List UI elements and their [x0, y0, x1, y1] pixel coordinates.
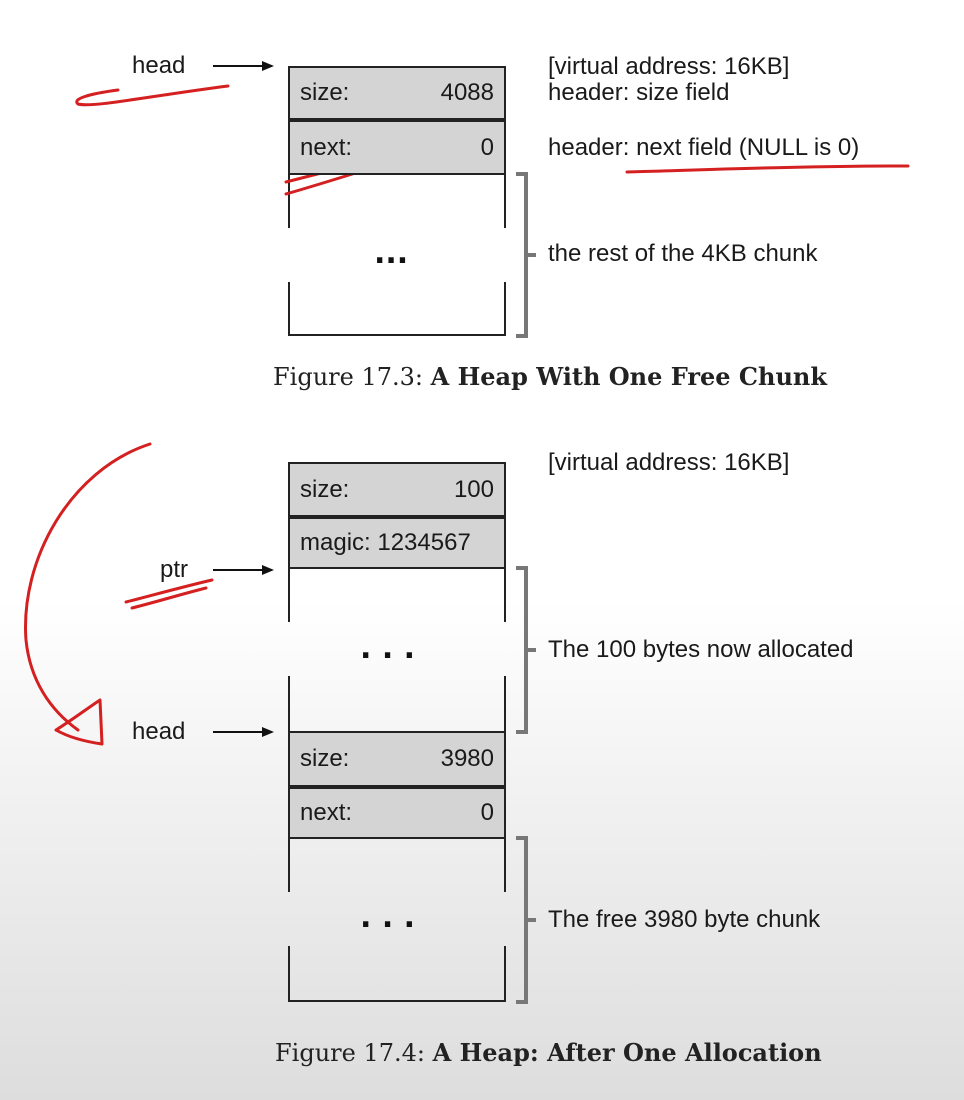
- fig4-magic-cell: magic: 1234567: [288, 517, 506, 569]
- fig3-caption: Figure 17.3: A Heap With One Free Chunk: [273, 362, 827, 391]
- fig3-size-value: 4088: [440, 79, 494, 106]
- fig4-free-brace: [516, 836, 536, 1004]
- fig4-virtual-address: [virtual address: 16KB]: [548, 449, 790, 476]
- fig4-magic-value: magic: 1234567: [300, 529, 471, 556]
- fig3-head-label: head: [132, 52, 186, 79]
- fig3-size-cell: size: 4088: [288, 66, 506, 120]
- red-underline-ptr: [124, 578, 214, 610]
- fig4-size-key: size:: [300, 475, 350, 503]
- fig3-caption-title: A Heap With One Free Chunk: [430, 362, 827, 391]
- fig4-allocated-note: The 100 bytes now allocated: [548, 636, 854, 663]
- fig3-size-field-note: header: size field: [548, 79, 730, 106]
- fig4-caption-title: A Heap: After One Allocation: [432, 1038, 822, 1067]
- red-underline-null: [625, 164, 910, 174]
- fig4-caption-number: Figure 17.4:: [275, 1039, 425, 1067]
- fig3-next-key: next:: [300, 133, 353, 161]
- fig4-alloc-brace: [516, 566, 536, 734]
- fig4-next-value: 0: [480, 799, 494, 826]
- fig4-free-size-cell: size: 3980: [288, 731, 506, 787]
- fig3-ellipsis: ...: [374, 236, 409, 271]
- fig4-head-label: head: [132, 718, 186, 745]
- fig3-next-value: 0: [480, 133, 494, 161]
- red-curve-arrow: [24, 442, 152, 732]
- red-underline-head: [75, 84, 230, 107]
- fig3-virtual-address: [virtual address: 16KB]: [548, 53, 790, 80]
- fig4-next-cell: next: 0: [288, 787, 506, 839]
- fig4-size-cell: size: 100: [288, 462, 506, 517]
- fig4-free-size-key: size:: [300, 745, 350, 772]
- fig4-alloc-ellipsis: . . .: [360, 631, 416, 666]
- red-arrowhead: [54, 698, 104, 746]
- fig4-next-key: next:: [300, 799, 353, 826]
- fig3-size-key: size:: [300, 79, 350, 106]
- red-annotations: [24, 84, 910, 746]
- fig3-caption-number: Figure 17.3:: [273, 363, 423, 391]
- fig4-free-size-value: 3980: [440, 745, 494, 772]
- fig3-next-field-note: header: next field (NULL is 0): [548, 134, 860, 161]
- fig4-caption: Figure 17.4: A Heap: After One Allocatio…: [275, 1038, 822, 1067]
- fig4-ptr-label: ptr: [160, 556, 189, 583]
- fig4-size-value: 100: [453, 475, 494, 503]
- fig3-next-cell: next: 0: [288, 120, 506, 175]
- fig3-rest-note: the rest of the 4KB chunk: [548, 240, 818, 267]
- fig3-brace: [516, 172, 536, 338]
- fig4-free-note: The free 3980 byte chunk: [548, 906, 821, 933]
- fig4-free-ellipsis: . . .: [360, 900, 416, 935]
